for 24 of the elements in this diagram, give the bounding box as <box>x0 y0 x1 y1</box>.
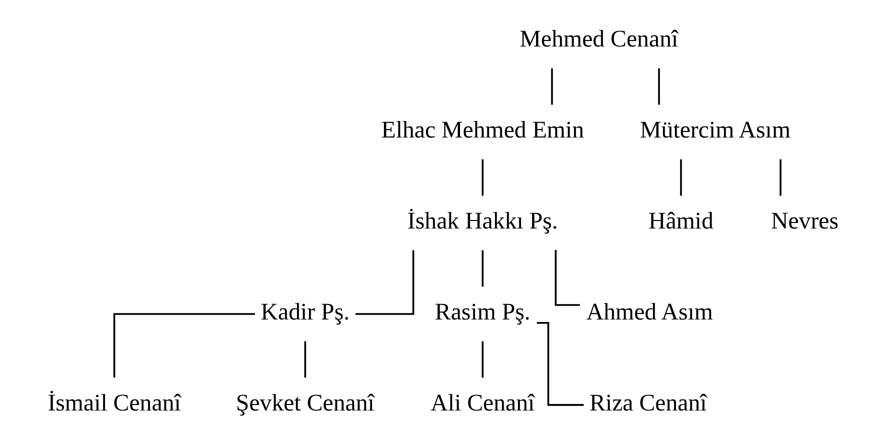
connector <box>482 341 484 378</box>
node-text: Rasim Pş. <box>434 300 530 326</box>
node-text: Kadir Pş. <box>260 300 350 326</box>
connector <box>113 313 256 378</box>
connector <box>554 250 580 306</box>
node-text: İshak Hakkı Pş. <box>407 208 558 235</box>
connector <box>658 68 660 105</box>
connector <box>482 250 484 287</box>
node-text: Şevket Cenanî <box>236 390 374 417</box>
node-text: Nevres <box>770 208 839 235</box>
node-text: İsmail Cenanî <box>48 390 181 417</box>
node-text: Elhac Mehmed Emin <box>381 118 584 144</box>
connector <box>482 159 484 196</box>
connector <box>304 341 306 378</box>
connector <box>780 159 782 196</box>
connector <box>680 159 682 196</box>
node-text: Riza Cenanî <box>590 390 707 417</box>
node-text: Ahmed Asım <box>586 300 713 326</box>
connector <box>551 68 553 105</box>
node-text: Mütercim Asım <box>640 118 791 144</box>
connector <box>355 250 414 315</box>
node-text: Mehmed Cenanî <box>520 26 678 53</box>
node-text: Ali Cenanî <box>430 390 535 417</box>
node-text: Hâmid <box>648 208 714 235</box>
